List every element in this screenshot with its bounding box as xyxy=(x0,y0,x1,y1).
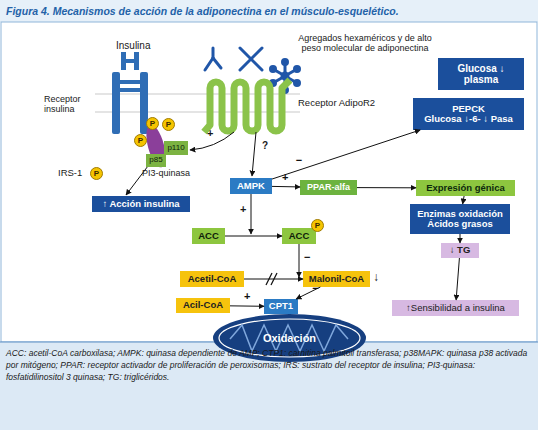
enzyme-box: ACC xyxy=(192,228,225,244)
enzyme-box: PEPCKGlucosa ↓-6- ↓ Pasa xyxy=(413,98,524,130)
annotation-text: − xyxy=(304,251,310,263)
adiponectin-symbol xyxy=(295,81,300,86)
adiponectin-symbol xyxy=(240,48,262,70)
subunit-box: p110 xyxy=(164,141,188,155)
node-text: p85 xyxy=(149,156,162,165)
node-text: PPAR-alfa xyxy=(307,183,350,193)
connector-arrow xyxy=(230,305,264,306)
insulin-receptor xyxy=(120,80,140,84)
figure-frame xyxy=(1,22,537,342)
result-box: ↑ Acción insulina xyxy=(92,196,190,212)
subunit-box: p85 xyxy=(146,154,166,167)
caption-band xyxy=(0,342,538,430)
block-mark xyxy=(266,273,272,285)
connector-arrow xyxy=(272,130,420,179)
edge-sign: + xyxy=(282,172,288,183)
annotation-text: PI3-quinasa xyxy=(142,169,190,179)
annotation-text: + xyxy=(207,127,213,139)
node-text: AMPK xyxy=(237,181,265,191)
phosphate-mark: P xyxy=(134,134,147,147)
adipor2-receptor xyxy=(204,80,290,132)
annotation-text: IRS-1 xyxy=(58,168,82,178)
annotation-text: + xyxy=(240,203,246,215)
node-text: ↑Sensibilidad a insulina xyxy=(406,303,505,313)
adiponectin-symbol xyxy=(271,67,276,72)
annotation-text: Agregados hexaméricos y de alto peso mol… xyxy=(290,34,440,54)
insulin-receptor xyxy=(120,88,140,92)
result-box: ↓ TG xyxy=(441,243,479,258)
figure-caption: ACC: acetil-CoA carboxilasa; AMPK: quina… xyxy=(6,347,530,383)
connector-arrow xyxy=(225,236,282,237)
node-text: ↑ Acción insulina xyxy=(102,199,179,209)
phosphate-mark: P xyxy=(311,219,324,232)
signal-arrow xyxy=(252,132,256,176)
inhibition-arrow xyxy=(299,244,300,277)
phosphate-mark: P xyxy=(146,117,159,130)
connector-arrow xyxy=(460,234,461,243)
adiponectin-symbol xyxy=(295,67,300,72)
result-box: ↑Sensibilidad a insulina xyxy=(392,300,519,316)
process-box: Enzimas oxidación Ácidos grasos xyxy=(410,204,510,234)
node-text: PEPCK xyxy=(452,104,485,114)
annotation-text: ↓ xyxy=(373,271,379,284)
adiponectin-symbol xyxy=(240,48,262,70)
phosphate-mark: P xyxy=(90,167,103,180)
figure-title: Figura 4. Mecanismos de acción de la adi… xyxy=(6,5,399,17)
connector-arrow xyxy=(244,279,303,280)
result-box: Glucosa ↓ plasma xyxy=(438,58,524,90)
phosphate-mark: P xyxy=(162,118,175,131)
adiponectin-symbol xyxy=(212,48,215,58)
kinase-box: AMPK xyxy=(230,178,272,194)
adiponectin-symbol xyxy=(205,58,213,70)
signal-arrow xyxy=(251,194,252,234)
edge-sign: − xyxy=(312,283,318,294)
node-text: ACC xyxy=(198,231,219,241)
process-box: Expresión génica xyxy=(416,180,515,196)
insulin-symbol xyxy=(121,59,139,63)
receptor-box: PPAR-alfa xyxy=(300,180,357,195)
mitochondrion-cristae xyxy=(230,325,348,351)
node-text: Acetil-CoA xyxy=(188,274,237,284)
connector-arrow xyxy=(456,258,459,300)
node-text: Acil-CoA xyxy=(183,300,223,310)
block-mark xyxy=(271,273,277,285)
node-text: ACC xyxy=(289,231,310,241)
enzyme-box: ACC xyxy=(282,228,316,244)
enzyme-box: CPT1 xyxy=(264,299,298,314)
header-band xyxy=(0,0,538,22)
metabolite-box: Acil-CoA xyxy=(176,298,230,313)
node-text: CPT1 xyxy=(269,301,293,311)
metabolite-box: Acetil-CoA xyxy=(180,271,244,287)
node-text: ↓ TG xyxy=(450,245,471,255)
node-text: Glucosa ↓-6- ↓ Pasa xyxy=(424,114,513,124)
edge-sign: + xyxy=(244,291,250,302)
adiponectin-symbol xyxy=(283,60,288,65)
node-text: Expresión génica xyxy=(426,183,505,193)
node-text: Enzimas oxidación Ácidos grasos xyxy=(412,209,508,230)
node-text: Oxidación xyxy=(263,332,316,344)
insulin-receptor xyxy=(112,72,120,134)
annotation-text: Receptor AdipoR2 xyxy=(298,98,375,108)
connector-arrow xyxy=(272,186,300,188)
annotation-text: Receptor insulina xyxy=(44,95,90,115)
annotation-text: ? xyxy=(262,140,268,151)
adiponectin-symbol xyxy=(213,58,221,68)
node-text: Glucosa ↓ plasma xyxy=(456,63,506,85)
node-text: p110 xyxy=(167,144,184,153)
edge-sign: − xyxy=(296,155,302,166)
connector-arrow xyxy=(463,196,464,204)
connector-arrow xyxy=(357,187,416,188)
annotation-text: Insulina xyxy=(116,40,150,51)
